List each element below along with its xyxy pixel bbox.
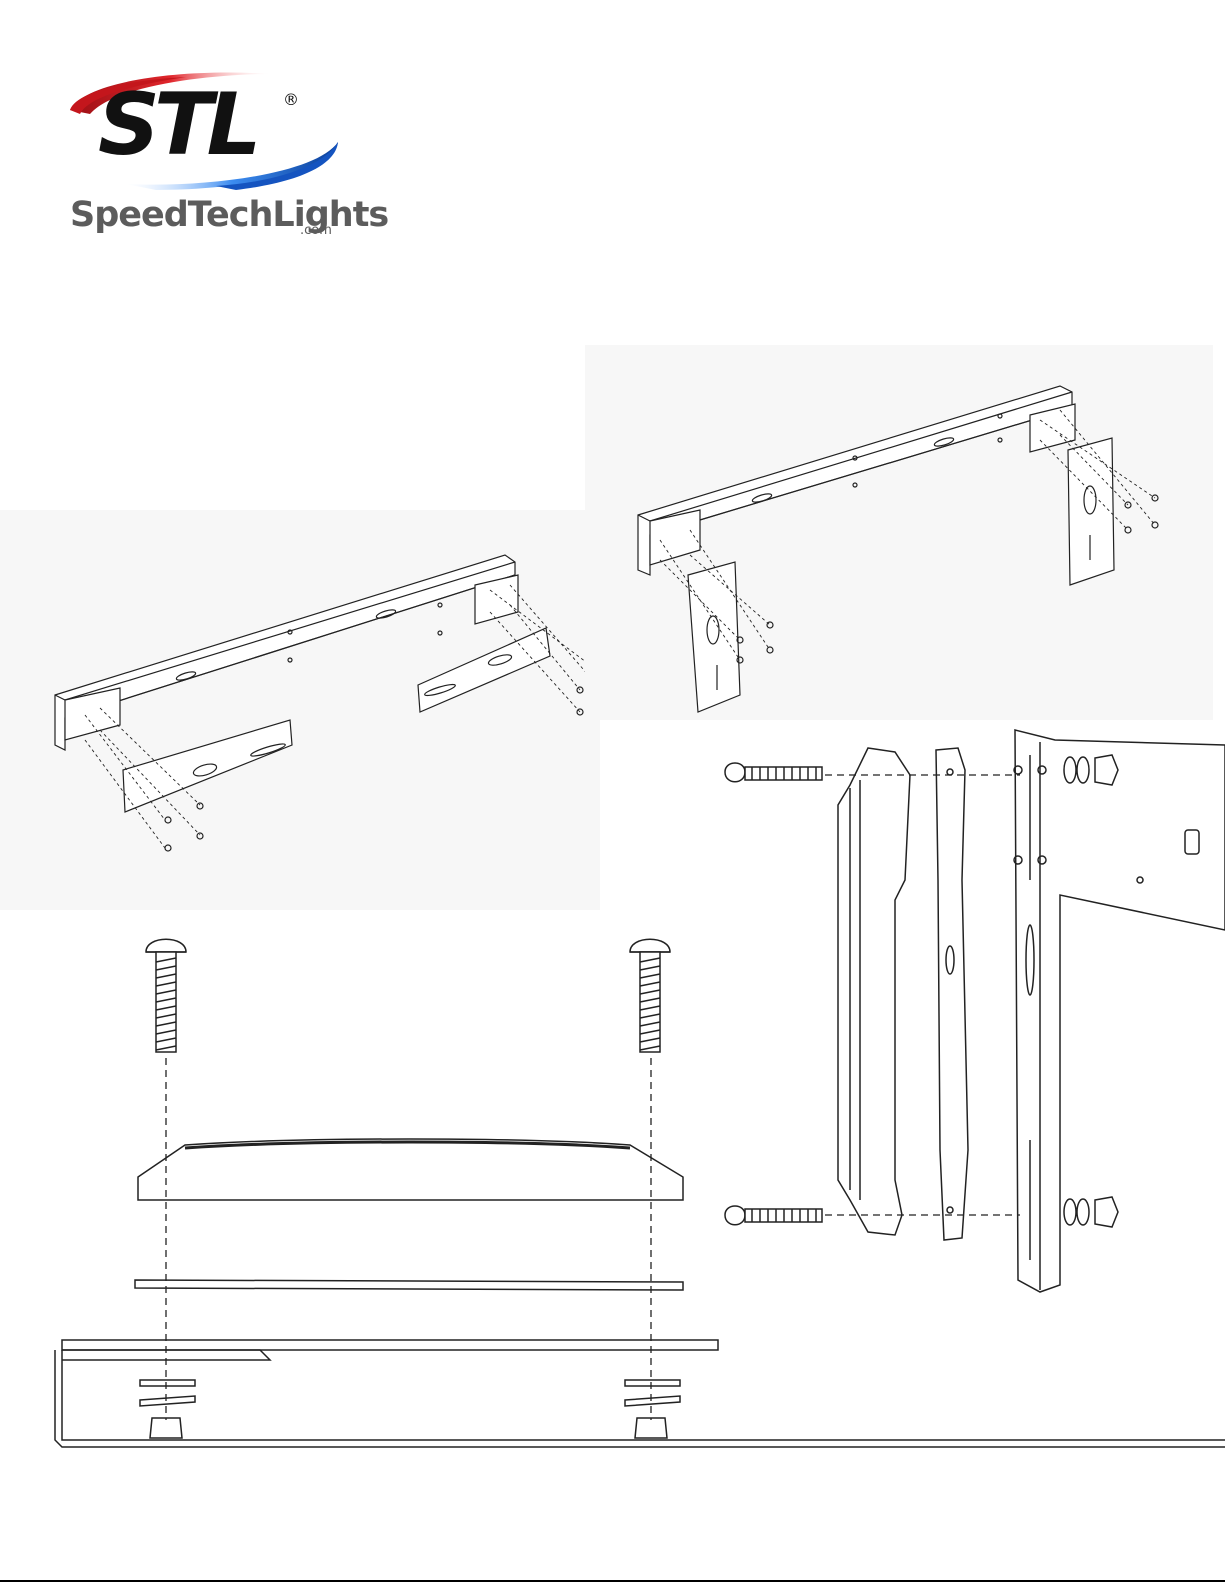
right-vertical-plate [1068, 438, 1114, 585]
dash-lines [166, 1058, 651, 1420]
light-head-top-mount-exploded [40, 930, 1225, 1450]
left-washers-nut [140, 1380, 195, 1438]
light-dome [138, 1139, 683, 1200]
logo-wordmark: SpeedTechLights [70, 195, 388, 235]
logo-letters: STL [98, 82, 255, 168]
left-bolt [146, 939, 186, 1052]
logo-domain-suffix: .com [300, 223, 332, 238]
bracket-vertical-exploded [585, 345, 1213, 720]
right-bolt [630, 939, 670, 1052]
top-bolt [725, 763, 822, 782]
registered-mark: ® [283, 90, 299, 109]
left-vertical-plate [688, 562, 740, 712]
bracket-horizontal-exploded [0, 510, 600, 910]
bottom-rule [0, 1580, 1225, 1582]
right-washers-nut [625, 1380, 680, 1438]
gasket [135, 1280, 683, 1290]
